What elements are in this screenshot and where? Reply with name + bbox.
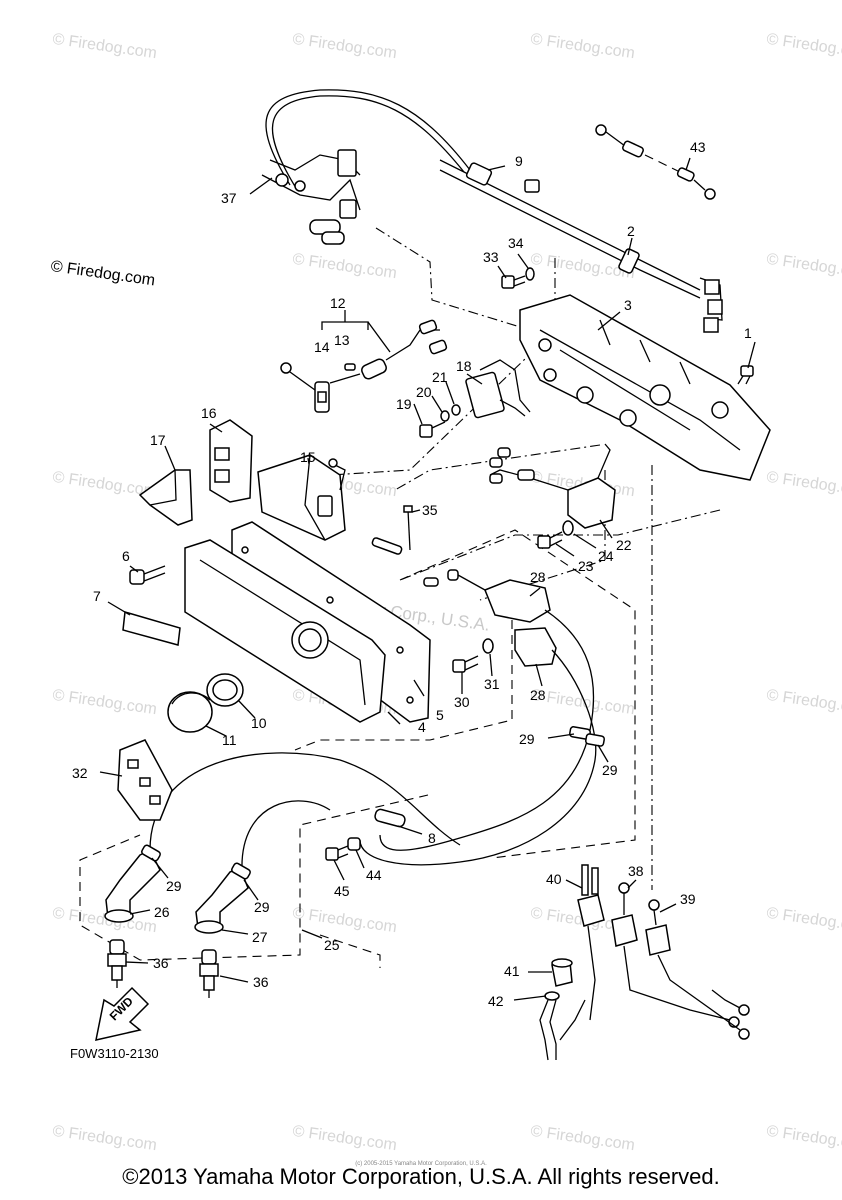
callout-36-right: 36	[253, 974, 269, 990]
cap-oring	[167, 673, 244, 733]
callout-40: 40	[546, 871, 562, 887]
callout-23: 23	[578, 558, 594, 574]
bolt-33	[501, 267, 535, 289]
callouts: 1 2 3 4 5 6 7 8 9 10 11 12 13 14 15 16 1…	[72, 139, 752, 1009]
cdi-bracket	[209, 419, 253, 503]
callout-44: 44	[366, 867, 382, 883]
callout-7: 7	[93, 588, 101, 604]
copyright-notice: ©2013 Yamaha Motor Corporation, U.S.A. A…	[122, 1164, 720, 1189]
drawing-code: F0W3110-2130	[70, 1046, 159, 1061]
callout-37: 37	[221, 190, 237, 206]
callout-28-top: 28	[530, 569, 546, 585]
callout-14: 14	[314, 339, 330, 355]
callout-22: 22	[616, 537, 632, 553]
callout-36-left: 36	[153, 955, 169, 971]
fine-print: (c) 2005-2015 Yamaha Motor Corporation, …	[355, 1161, 487, 1167]
callout-16: 16	[201, 405, 217, 421]
callout-27: 27	[252, 929, 268, 945]
bolt-23	[537, 520, 574, 549]
callout-2: 2	[627, 223, 635, 239]
callout-9: 9	[515, 153, 523, 169]
callout-10: 10	[251, 715, 267, 731]
callout-19: 19	[396, 396, 412, 412]
callout-6: 6	[122, 548, 130, 564]
callout-45: 45	[334, 883, 350, 899]
callout-4: 4	[418, 719, 426, 735]
ignition-coil-28	[423, 569, 557, 667]
leader-lines	[99, 157, 756, 1001]
spark-plugs	[107, 939, 219, 998]
callout-29-right-lower: 29	[602, 762, 618, 778]
label-7	[122, 611, 181, 646]
ignition-coil-22	[489, 443, 616, 529]
fwd-arrow: FWD	[95, 986, 150, 1041]
callout-12: 12	[330, 295, 346, 311]
connector-assembly	[280, 310, 448, 413]
callout-24: 24	[598, 548, 614, 564]
clip-32	[117, 739, 173, 821]
rectifier-regulator	[419, 359, 531, 438]
callout-15: 15	[300, 449, 316, 465]
spark-plug-caps	[104, 844, 251, 934]
bolt-45	[325, 837, 361, 861]
callout-29-middle: 29	[254, 899, 270, 915]
screw-6	[129, 565, 166, 585]
callout-32: 32	[72, 765, 88, 781]
callout-18: 18	[456, 358, 472, 374]
screw-30	[452, 638, 494, 673]
cover-gasket	[184, 521, 431, 723]
callout-35: 35	[422, 502, 438, 518]
rivet-35	[371, 505, 413, 555]
cap-41	[539, 958, 586, 1061]
callout-13: 13	[334, 332, 350, 348]
callout-34: 34	[508, 235, 524, 251]
callout-3: 3	[624, 297, 632, 313]
assembly-boxes	[79, 529, 636, 968]
callout-38: 38	[628, 863, 644, 879]
callout-25: 25	[324, 937, 340, 953]
callout-39: 39	[680, 891, 696, 907]
callout-29-left: 29	[166, 878, 182, 894]
wiring-harness	[261, 89, 471, 245]
callout-8: 8	[428, 830, 436, 846]
battery-cable	[439, 159, 723, 333]
callout-17: 17	[150, 432, 166, 448]
callout-31: 31	[484, 676, 500, 692]
callout-26: 26	[154, 904, 170, 920]
callout-20: 20	[416, 384, 432, 400]
callout-21: 21	[432, 369, 448, 385]
electrical-box-housing	[519, 294, 771, 481]
callout-30: 30	[454, 694, 470, 710]
cdi-unit	[257, 454, 346, 541]
bracket-17	[138, 469, 193, 526]
callout-41: 41	[504, 963, 520, 979]
bolt-1	[737, 365, 754, 385]
callout-42: 42	[488, 993, 504, 1009]
callout-1: 1	[744, 325, 752, 341]
switches	[577, 864, 750, 1040]
callout-28-bottom: 28	[530, 687, 546, 703]
ground-lead	[595, 124, 716, 200]
callout-29-right-upper: 29	[519, 731, 535, 747]
callout-43: 43	[690, 139, 706, 155]
callout-11: 11	[222, 732, 237, 748]
callout-5: 5	[436, 707, 444, 723]
callout-33: 33	[483, 249, 499, 265]
